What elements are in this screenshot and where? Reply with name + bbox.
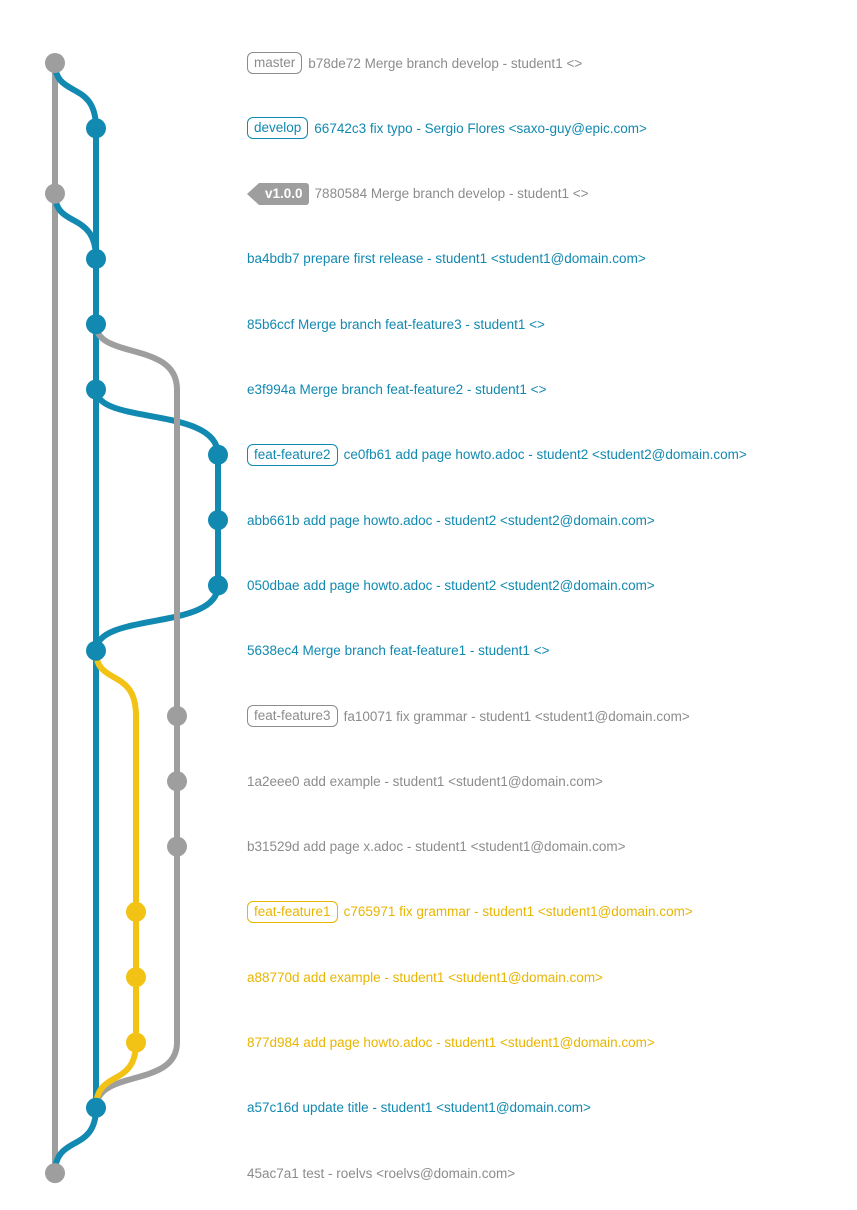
commit-row[interactable]: b31529d add page x.adoc - student1 <stud… [247,833,625,861]
graph-edge [93,321,180,719]
commit-row[interactable]: master b78de72 Merge branch develop - stu… [247,49,582,77]
commit-message: ba4bdb7 prepare first release - student1… [247,251,646,267]
commit-message: abb661b add page howto.adoc - student2 <… [247,512,655,528]
commit-node[interactable] [167,706,187,726]
commit-message: 5638ec4 Merge branch feat-feature1 - stu… [247,643,550,659]
graph-edge [52,190,99,262]
commit-node[interactable] [86,640,106,661]
branch-label[interactable]: develop [247,117,309,140]
commit-row[interactable]: 45ac7a1 test - roelvs <roelvs@domain.com… [247,1159,515,1187]
branch-label[interactable]: feat-feature2 [247,443,338,466]
commit-message: b78de72 Merge branch develop - student1 … [308,55,583,71]
commit-message: a57c16d update title - student1 <student… [247,1100,591,1116]
commit-message: 85b6ccf Merge branch feat-feature3 - stu… [247,316,545,332]
commit-row[interactable]: 1a2eee0 add example - student1 <student1… [247,767,603,795]
commit-node[interactable] [86,248,106,269]
graph-edge [93,386,221,458]
commit-message: ce0fb61 add page howto.adoc - student2 <… [343,447,747,463]
commit-row[interactable]: e3f994a Merge branch feat-feature2 - stu… [247,376,546,404]
commit-row[interactable]: 5638ec4 Merge branch feat-feature1 - stu… [247,637,549,665]
branch-label[interactable]: master [247,52,303,74]
graph-edges [52,60,221,1177]
commit-node[interactable] [86,118,106,139]
commit-row[interactable]: 877d984 add page howto.adoc - student1 <… [247,1029,655,1057]
commit-row[interactable]: abb661b add page howto.adoc - student2 <… [247,506,655,534]
commit-message: 45ac7a1 test - roelvs <roelvs@domain.com… [247,1165,516,1181]
commit-node[interactable] [167,836,187,857]
commit-message: c765971 fix grammar - student1 <student1… [343,904,693,920]
commit-node[interactable] [86,314,106,335]
commit-node[interactable] [167,771,187,792]
commit-node[interactable] [208,510,228,531]
commit-node[interactable] [86,379,106,400]
commit-message: 66742c3 fix typo - Sergio Flores <saxo-g… [314,120,647,136]
commit-message: e3f994a Merge branch feat-feature2 - stu… [247,382,547,397]
commit-row[interactable]: feat-feature3 fa10071 fix grammar - stude… [247,702,690,730]
graph-edge [93,647,139,915]
graph-nodes [45,53,228,1184]
graph-edge [52,60,99,132]
commit-node[interactable] [126,967,146,988]
version-tag[interactable]: v1.0.0 [247,182,309,205]
commit-message: fa10071 fix grammar - student1 <student1… [343,708,690,724]
commit-message: 877d984 add page howto.adoc - student1 <… [247,1035,655,1050]
graph-edge [52,1104,99,1177]
graph-edge [93,582,221,654]
graph-edge [93,1039,139,1111]
commit-row[interactable]: v1.0.0 7880584 Merge branch develop - stu… [247,180,589,208]
commit-row[interactable]: 050dbae add page howto.adoc - student2 <… [247,571,655,599]
commit-node[interactable] [126,1032,146,1053]
commit-row[interactable]: feat-feature1 c765971 fix grammar - stude… [247,898,693,926]
commit-message: a88770d add example - student1 <student1… [247,969,603,985]
commit-node[interactable] [45,53,65,73]
commit-message: 1a2eee0 add example - student1 <student1… [247,773,603,789]
commit-row[interactable]: a88770d add example - student1 <student1… [247,963,603,991]
commit-row[interactable]: ba4bdb7 prepare first release - student1… [247,245,646,273]
commit-row[interactable]: develop 66742c3 fix typo - Sergio Flores … [247,114,647,142]
commit-node[interactable] [45,183,65,204]
commit-row[interactable]: feat-feature2 ce0fb61 add page howto.adoc… [247,441,747,469]
commit-node[interactable] [86,1097,106,1118]
commit-row[interactable]: 85b6ccf Merge branch feat-feature3 - stu… [247,310,545,338]
commit-node[interactable] [126,901,146,922]
branch-label[interactable]: feat-feature3 [247,705,338,727]
commit-node[interactable] [45,1163,65,1184]
commit-message: 7880584 Merge branch develop - student1 … [314,186,589,202]
commit-node[interactable] [208,575,228,596]
commit-row[interactable]: a57c16d update title - student1 <student… [247,1094,591,1122]
branch-label[interactable]: feat-feature1 [247,900,338,923]
commit-node[interactable] [208,444,228,465]
commit-message: 050dbae add page howto.adoc - student2 <… [247,577,655,593]
commit-message: b31529d add page x.adoc - student1 <stud… [247,839,626,855]
